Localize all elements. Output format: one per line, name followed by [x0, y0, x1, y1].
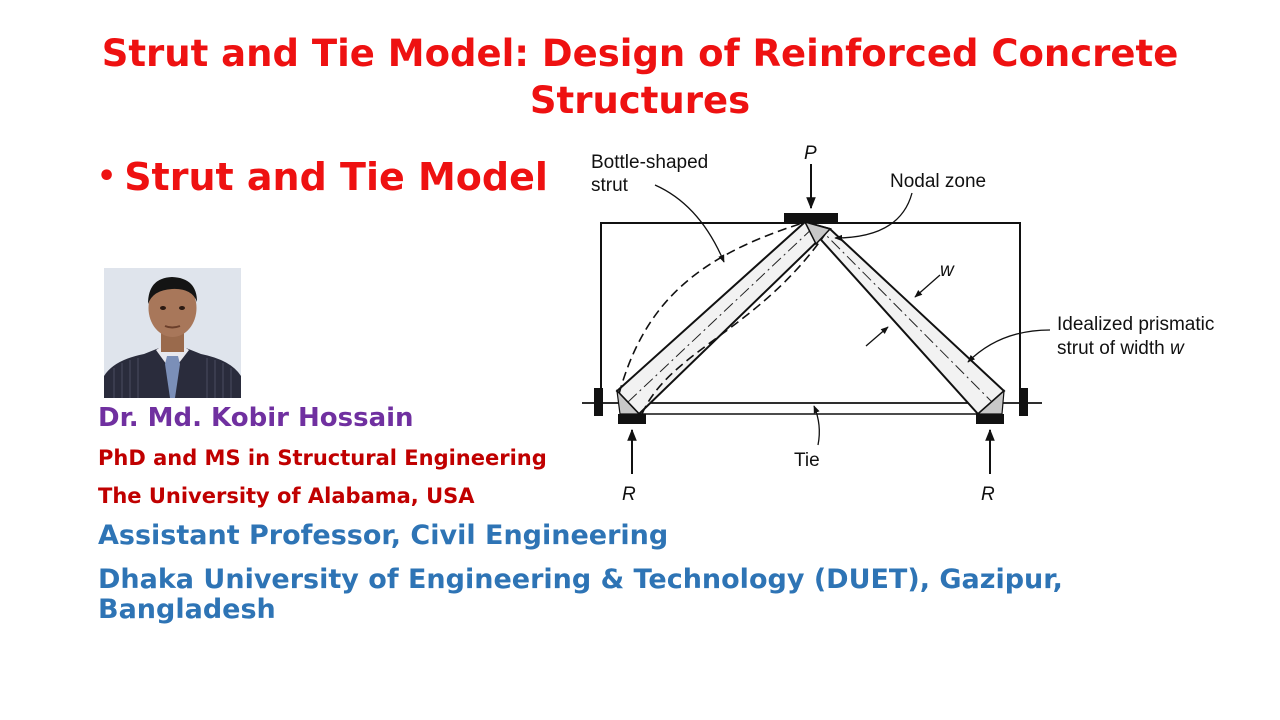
label-reaction-right: R — [981, 484, 995, 505]
left-bearing-plate — [618, 414, 646, 424]
bottle-leader — [654, 184, 725, 263]
label-bottle-strut-2: strut — [591, 175, 629, 196]
presenter-degree: PhD and MS in Structural Engineering — [98, 446, 547, 470]
label-tie: Tie — [794, 450, 820, 471]
label-idealized-w: w — [1170, 338, 1185, 359]
presenter-university: The University of Alabama, USA — [98, 484, 475, 508]
label-width: w — [940, 260, 955, 281]
presenter-position: Assistant Professor, Civil Engineering — [98, 520, 669, 551]
width-arrow-outer — [914, 274, 941, 298]
right-strut-centerline — [815, 224, 993, 403]
tie-leader — [813, 405, 820, 446]
right-strut — [801, 220, 1006, 416]
slide-title: Strut and Tie Model: Design of Reinforce… — [101, 32, 1179, 122]
label-load-p: P — [804, 143, 817, 164]
label-reaction-left: R — [622, 484, 636, 505]
label-idealized-2-text: strut of width — [1057, 338, 1170, 359]
portrait-image — [104, 268, 241, 398]
width-arrow-inner — [865, 326, 889, 347]
bullet-point: •Strut and Tie Model — [97, 155, 548, 199]
right-end-plate — [1019, 388, 1028, 416]
idealized-leader — [967, 329, 1051, 363]
bottle-strut-lower — [641, 229, 829, 415]
label-idealized-1: Idealized prismatic — [1057, 314, 1214, 335]
left-end-plate — [594, 388, 603, 416]
left-strut-centerline — [627, 224, 817, 403]
nodal-leader — [834, 192, 913, 242]
label-nodal-zone: Nodal zone — [890, 171, 986, 192]
presenter-photo — [104, 268, 241, 398]
top-nodal-zone — [803, 220, 832, 246]
strut-tie-diagram: Bottle-shaped strut P Nodal zone w Ideal… — [582, 143, 1214, 505]
label-bottle-strut-1: Bottle-shaped — [591, 152, 708, 173]
presenter-name: Dr. Md. Kobir Hossain — [98, 403, 414, 433]
top-bearing-plate — [784, 213, 838, 223]
bottle-strut-upper — [618, 221, 807, 395]
bullet-text: Strut and Tie Model — [124, 155, 548, 199]
bullet-dot: • — [97, 159, 117, 194]
left-strut — [615, 220, 832, 416]
right-bearing-plate — [976, 414, 1004, 424]
label-idealized-2: strut of width w — [1057, 338, 1185, 359]
presenter-institution: Dhaka University of Engineering & Techno… — [98, 564, 1063, 625]
